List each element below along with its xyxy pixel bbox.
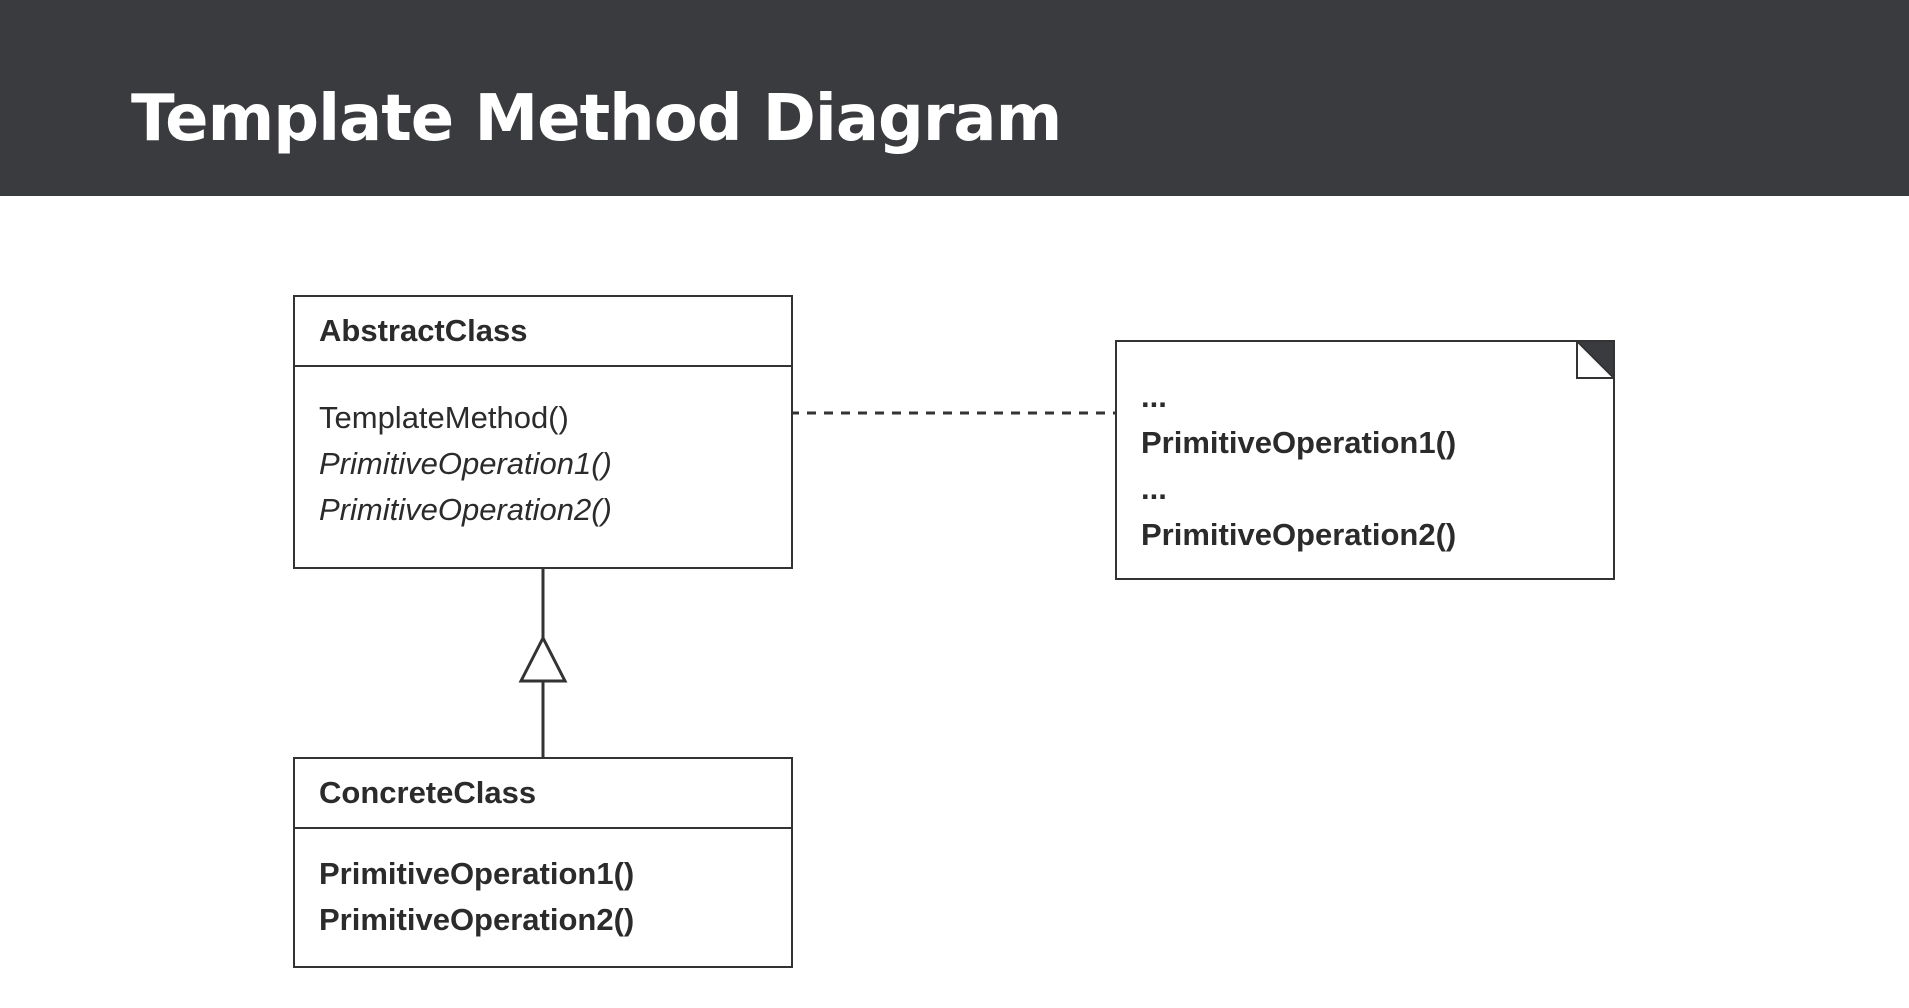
abstract-class-operations: TemplateMethod() PrimitiveOperation1() Pri… [319,395,791,533]
note-ellipsis: ... [1141,471,1167,506]
concrete-class-name: ConcreteClass [295,759,791,829]
concrete-class-box[interactable]: ConcreteClass PrimitiveOperation1()Primi… [293,757,793,968]
operation-primitiveoperation1: PrimitiveOperation1() [319,446,612,481]
operation-primitiveoperation1: PrimitiveOperation1() [319,856,635,891]
operation-primitiveoperation2: PrimitiveOperation2() [319,902,635,937]
concrete-class-operations: PrimitiveOperation1() PrimitiveOperation2… [319,851,791,943]
page-title: Template Method Diagram [131,82,1062,156]
abstract-class-box[interactable]: AbstractClass TemplateMethod() PrimitiveO… [293,295,793,569]
header-bar: Template Method Diagram [0,0,1909,196]
note-ellipsis: ... [1141,379,1167,414]
note[interactable]: ... PrimitiveOperation1()... PrimitiveOper… [1115,340,1615,580]
abstract-class-name: AbstractClass [295,297,791,367]
inheritance-arrowhead [518,634,568,683]
note-operation: PrimitiveOperation2() [1141,517,1457,552]
operation-primitiveoperation2: PrimitiveOperation2() [319,492,612,527]
note-operation: PrimitiveOperation1() [1141,425,1457,460]
operation-templatemethod: TemplateMethod() [319,400,569,435]
note-shape [1115,340,1615,580]
note-text: ... PrimitiveOperation1()... PrimitiveOper… [1141,374,1456,558]
